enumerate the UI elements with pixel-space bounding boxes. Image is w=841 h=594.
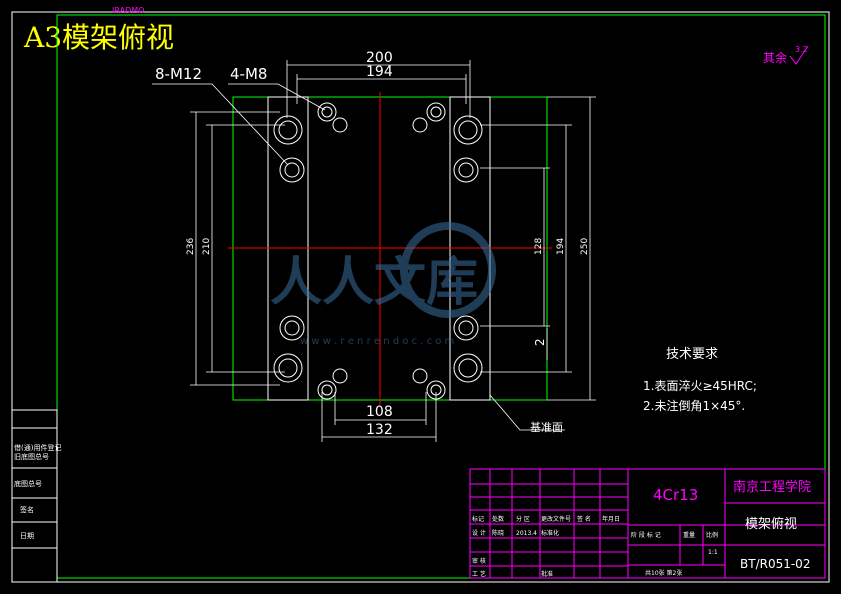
- title-block: 标记 处数 分 区 更改文件号 签 名 年月日 设 计 陈晓 2013.4 标准…: [469, 468, 826, 579]
- dim-8-m12: 8-M12: [155, 65, 202, 83]
- dim-200: 200: [366, 50, 393, 66]
- tech-requirements: 技术要求 1.表面淬火≥45HRC; 2.未注倒角1×45°.: [643, 347, 757, 413]
- tb-sheet-info: 共10张 第2张: [645, 569, 682, 577]
- drawing-title: A3模架俯视: [24, 21, 175, 54]
- outer-border: [11, 11, 830, 583]
- strip-item-2: 旧底图总号: [14, 452, 49, 461]
- dim-194-top: 194: [366, 64, 393, 80]
- datum-label: 基准面: [530, 421, 563, 434]
- strip-item-4: 签名: [20, 505, 34, 514]
- left-strip: 借(通)用件登记 旧底图总号 底图总号 签名 日期: [11, 409, 61, 583]
- tb-drawing-no: BT/R051-02: [740, 557, 810, 571]
- watermark-url: w w w . r e n r e n d o c . c o m: [300, 336, 454, 347]
- tb-ymd: 年月日: [602, 515, 620, 523]
- dim-108: 108: [366, 404, 393, 420]
- tb-zone: 分 区: [516, 515, 530, 523]
- inner-border: [56, 14, 826, 579]
- tech-item-2: 2.未注倒角1×45°.: [643, 398, 745, 413]
- dim-2: 2: [533, 338, 547, 346]
- tb-weight: 重量: [683, 531, 695, 539]
- tb-check: 审 核: [472, 557, 486, 565]
- dim-4-m8: 4-M8: [230, 65, 267, 83]
- tb-scale-label: 比例: [706, 531, 718, 539]
- dim-132: 132: [366, 422, 393, 438]
- plate-view: [228, 92, 552, 405]
- dimension-texts: 8-M12 4-M8 200 194 108 132 236 210 128 1…: [155, 50, 590, 438]
- surface-finish-label: 其余: [763, 50, 787, 65]
- dim-236: 236: [186, 238, 196, 255]
- tb-mark: 标记: [472, 515, 484, 523]
- strip-item-3: 底图总号: [14, 479, 42, 488]
- strip-item-5: 日期: [20, 532, 34, 540]
- tb-change-doc: 更改文件号: [541, 515, 571, 523]
- tb-designer: 陈晓: [492, 529, 504, 537]
- surface-finish: 其余 3.2: [763, 45, 809, 65]
- tb-design: 设 计: [472, 529, 486, 537]
- watermark-logo-icon: [400, 222, 496, 318]
- tb-stage-mark: 阶 段 标 记: [631, 531, 661, 539]
- dim-250: 250: [580, 238, 590, 255]
- tb-material: 4Cr13: [653, 486, 698, 504]
- strip-item-1: 借(通)用件登记: [14, 443, 61, 452]
- tb-date: 2013.4: [516, 530, 537, 537]
- watermark-brand: 人人文库: [270, 253, 478, 313]
- hole-m12-group: [273, 115, 483, 383]
- tb-process: 工 艺: [472, 570, 486, 578]
- dim-210: 210: [202, 238, 212, 255]
- roughness-icon: [789, 45, 809, 65]
- dim-128: 128: [534, 238, 544, 255]
- tb-sign: 签 名: [577, 515, 591, 523]
- surface-finish-value: 3.2: [795, 45, 808, 54]
- tb-count: 处数: [492, 515, 504, 523]
- tb-approve: 批准: [541, 570, 553, 578]
- tech-item-1: 1.表面淬火≥45HRC;: [643, 378, 757, 393]
- dimension-lines: [152, 60, 596, 442]
- tb-standardize: 标准化: [541, 529, 559, 537]
- tb-school: 南京工程学院: [733, 479, 811, 495]
- dim-194-right: 194: [556, 238, 566, 255]
- tb-part-name: 模架俯视: [745, 516, 797, 532]
- tb-scale: 1:1: [708, 549, 718, 556]
- title-small: IRADMO: [112, 6, 144, 15]
- hole-m8-group: [317, 102, 446, 400]
- tech-heading: 技术要求: [666, 347, 718, 362]
- watermark: 人人文库 w w w . r e n r e n d o c . c o m: [270, 222, 496, 347]
